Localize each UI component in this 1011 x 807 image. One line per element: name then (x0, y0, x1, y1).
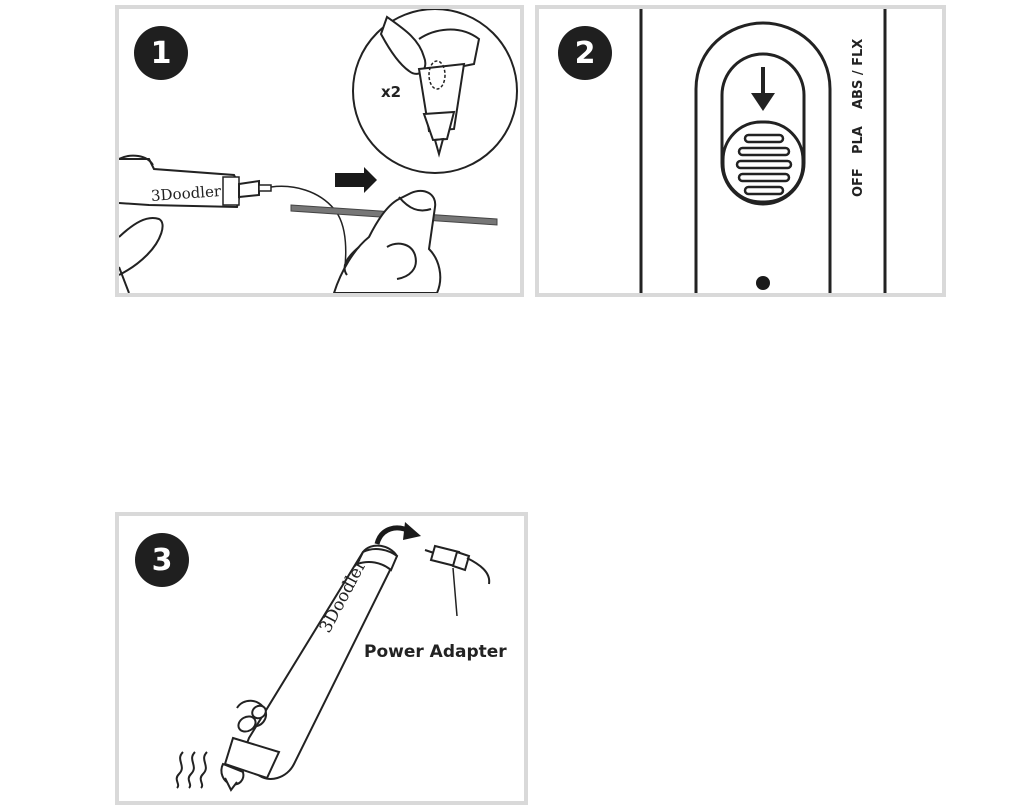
indicator-dot (756, 276, 770, 290)
mode-label-off: OFF (851, 168, 866, 197)
step-1-illustration: x2 3Doodler (119, 9, 518, 293)
step-number-badge: 2 (558, 26, 612, 80)
step-3-panel: 3Doodler Power Adapter 3 (115, 512, 528, 805)
pen-body-icon (244, 544, 399, 780)
callout-line (452, 567, 458, 617)
step-2-illustration: ABS / FLX PLA OFF (639, 9, 887, 293)
pen-brand-logo: 3Doodler (150, 182, 222, 205)
hand-icon (332, 189, 442, 293)
press-twice-label: x2 (381, 83, 401, 101)
power-plug-icon (424, 544, 491, 585)
step-2-panel: ABS / FLX PLA OFF 2 (535, 5, 946, 297)
step-1-panel: x2 3Doodler 1 (115, 5, 524, 297)
step-number-badge: 1 (134, 26, 188, 80)
step-3-illustration: 3Doodler Power Adapter (175, 522, 507, 792)
mode-label-abs-flx: ABS / FLX (851, 39, 866, 109)
nozzle-icon (433, 137, 445, 158)
power-adapter-label: Power Adapter (364, 642, 507, 662)
down-arrow-icon (751, 93, 775, 111)
mode-label-pla: PLA (851, 126, 866, 154)
step-number-badge: 3 (135, 533, 189, 587)
right-arrow-icon (335, 167, 377, 193)
heat-waves-icon (175, 751, 208, 789)
